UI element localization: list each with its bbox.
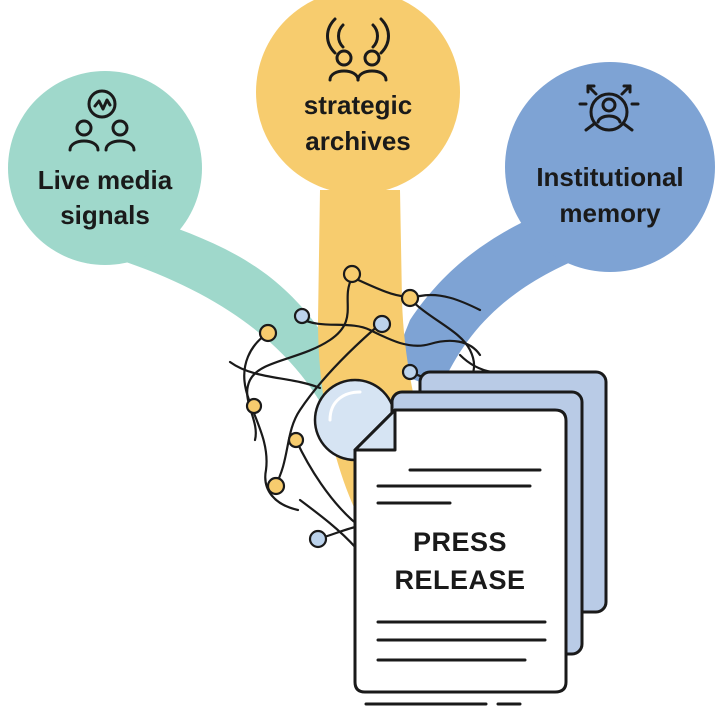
- network-nodes: [245, 264, 420, 549]
- bubble-institutional-memory-label-line2: memory: [559, 198, 661, 228]
- bubble-strategic-archives-label-line2: archives: [305, 126, 411, 156]
- bubble-live-media-circle: [8, 71, 202, 265]
- node: [258, 323, 278, 343]
- bubble-live-media-label-line1: Live media: [38, 165, 173, 195]
- bubble-institutional-memory-label-line1: Institutional: [536, 162, 683, 192]
- person-network-icon: [578, 84, 640, 132]
- bubble-strategic-archives-label-line1: strategic: [304, 90, 412, 120]
- node: [308, 529, 328, 549]
- node: [342, 264, 362, 284]
- document-text-lines: [376, 468, 547, 662]
- node: [372, 314, 392, 334]
- document-title-line2: RELEASE: [394, 565, 525, 595]
- node: [401, 363, 419, 381]
- bubble-strategic-archives-circle: [256, 0, 460, 194]
- node: [293, 307, 311, 325]
- node: [266, 476, 286, 496]
- bubble-institutional-memory: Institutional memory: [505, 62, 715, 272]
- people-broadcast-icon: [326, 17, 390, 82]
- bubble-strategic-archives: strategic archives: [256, 0, 460, 194]
- bubble-live-media-label-line2: signals: [60, 200, 150, 230]
- document-title-line1: PRESS: [413, 527, 507, 557]
- node: [287, 431, 305, 449]
- person-signal-icon: [68, 89, 136, 152]
- stream-live-media: [120, 215, 355, 420]
- document-fold: [353, 408, 397, 452]
- bubble-live-media: Live media signals: [8, 71, 202, 265]
- bubble-institutional-memory-circle: [505, 62, 715, 272]
- node: [400, 288, 420, 308]
- press-release-stack: PRESS RELEASE: [353, 370, 608, 706]
- node: [245, 397, 263, 415]
